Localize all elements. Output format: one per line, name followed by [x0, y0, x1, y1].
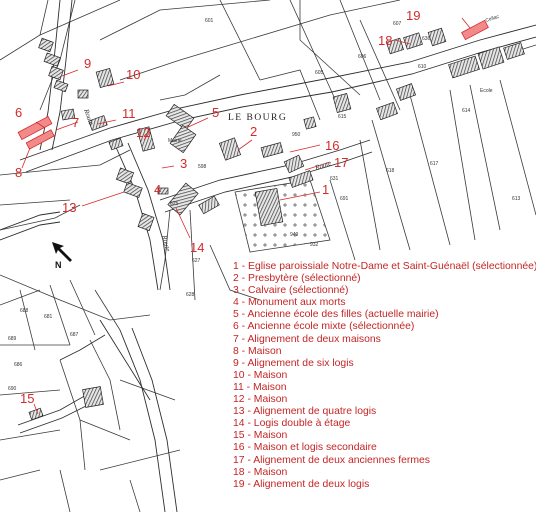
parcel-number: 606 [358, 54, 367, 60]
legend-item: 8 - Maison [233, 345, 282, 357]
legend-item: 17 - Alignement de deux anciennes fermes [233, 454, 430, 466]
marker-1: 1 [322, 182, 329, 197]
legend-item: 9 - Alignement de six logis [233, 357, 354, 369]
parcel-number: 949 [290, 232, 299, 238]
building-label: Mairie [168, 138, 182, 144]
north-arrow: N [50, 240, 80, 272]
parcel-number: 631 [330, 176, 339, 182]
marker-14: 14 [190, 240, 204, 255]
parcel-number: 691 [340, 196, 349, 202]
legend-item: 7 - Alignement de deux maisons [233, 333, 381, 345]
parcel-number: 615 [338, 114, 347, 120]
parcel-number: 628 [186, 292, 195, 298]
road-label: Route [313, 159, 332, 172]
legend-item: 6 - Ancienne école mixte (sélectionnée) [233, 321, 415, 333]
legend-item: 10 - Maison [233, 369, 288, 381]
parcel-number: 950 [292, 132, 301, 138]
legend-item: 3 - Calvaire (sélectionné) [233, 285, 349, 297]
marker-8: 8 [15, 165, 22, 180]
parcel-number: 610 [418, 64, 427, 70]
marker-17: 17 [334, 155, 348, 170]
road-name-label: Cellac [485, 14, 501, 24]
parcel-number: 687 [70, 332, 79, 338]
parcel-number: 607 [393, 21, 402, 27]
parcel-number: 617 [430, 161, 439, 167]
marker-5: 5 [212, 105, 219, 120]
marker-4: 4 [154, 182, 161, 197]
parcel-number: 598 [198, 164, 207, 170]
parcel-numbers: 601 605 606 607 610 613 614 615 617 6 1 8 … [8, 18, 521, 392]
legend-item: 13 - Alignement de quatre logis [233, 406, 377, 418]
marker-18: 18 [378, 33, 392, 48]
parcel-number: 618 [386, 168, 395, 174]
legend-item: 11 - Maison [233, 381, 287, 393]
building-label: Ecole [480, 88, 493, 94]
legend-item: 18 - Maison [233, 466, 288, 478]
parcel-number: 690 [8, 386, 17, 392]
marker-15: 15 [20, 391, 34, 406]
marker-11: 11 [122, 106, 136, 121]
legend-item: 4 - Monument aux morts [233, 297, 346, 309]
marker-6: 6 [15, 105, 22, 120]
north-arrow-icon: N [52, 242, 72, 270]
legend-item: 16 - Maison et logis secondaire [233, 442, 377, 454]
marker-2: 2 [250, 124, 257, 139]
marker-16: 16 [325, 138, 339, 153]
parcel-number: 601 [205, 18, 214, 24]
road-label: Route [160, 233, 172, 252]
parcel-number: 689 [8, 336, 17, 342]
road-label: Route [82, 107, 95, 126]
marker-13: 13 [62, 200, 76, 215]
legend-item: 15 - Maison [233, 430, 288, 442]
parcel-number: 614 [462, 108, 471, 114]
marker-10: 10 [126, 67, 140, 82]
legend-item: 19 - Alignement de deux logis [233, 478, 370, 490]
marker-9: 9 [84, 56, 91, 71]
marker-3: 3 [180, 156, 187, 171]
place-label: LE BOURG [228, 113, 287, 123]
legend-item: 2 - Presbytère (sélectionné) [233, 273, 361, 285]
legend-item: 5 - Ancienne école des filles (actuelle … [233, 309, 439, 321]
map-legend: 1 - Eglise paroissiale Notre-Dame et Sai… [233, 261, 536, 491]
parcel-number: 627 [192, 258, 201, 264]
parcel-number: 686 [14, 362, 23, 368]
map-markers: 1 2 3 4 5 6 7 8 9 10 11 12 13 14 15 16 1… [15, 8, 420, 406]
buildings [28, 27, 525, 421]
parcel-number: 605 [315, 70, 324, 76]
marker-19: 19 [406, 8, 420, 23]
parcel-number: 636 [422, 36, 431, 42]
parcel-number: 932 [310, 242, 319, 248]
legend-item: 12 - Maison [233, 394, 288, 406]
parcel-number: 681 [44, 314, 53, 320]
legend-item: 14 - Logis double à étage [233, 418, 351, 430]
parcel-number: 613 [512, 196, 521, 202]
marker-7: 7 [72, 115, 79, 130]
leader-lines [21, 17, 471, 415]
legend-item: 1 - Eglise paroissiale Notre-Dame et Sai… [233, 261, 536, 272]
parcel-number: 688 [20, 308, 29, 314]
parcel-number: 625 [170, 201, 179, 207]
highlighted-buildings [17, 19, 489, 150]
north-label: N [55, 260, 62, 270]
marker-12: 12 [136, 125, 150, 140]
